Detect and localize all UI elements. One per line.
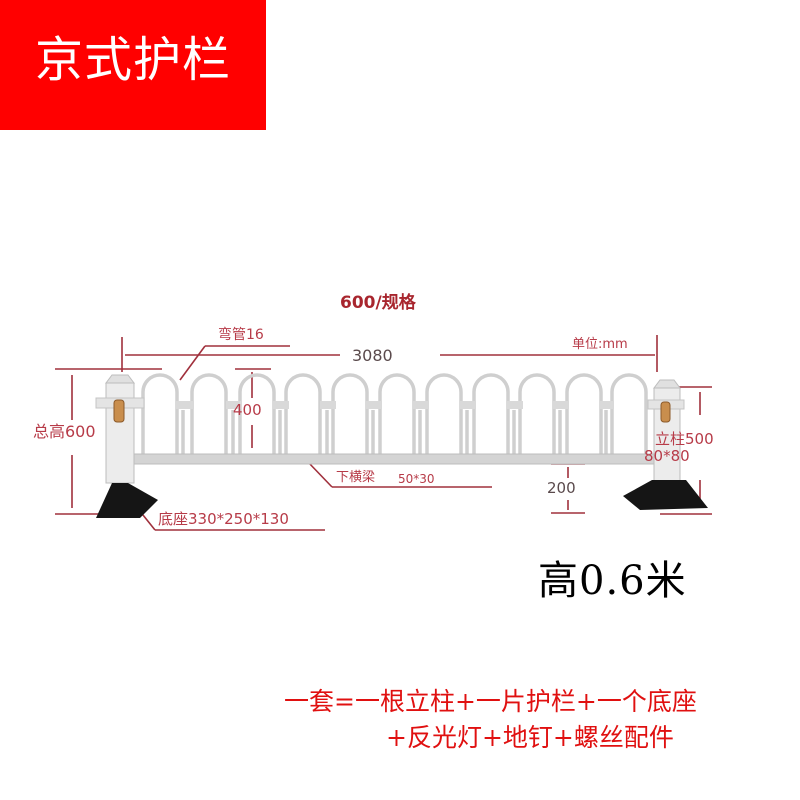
fence-height-label: 400 <box>233 401 262 419</box>
lower-beam <box>119 453 661 465</box>
title-banner: 京式护栏 <box>0 0 266 130</box>
lower-beam-size-label: 50*30 <box>398 472 435 486</box>
post-label: 立柱500 <box>655 430 714 448</box>
fence-panel <box>141 373 648 455</box>
spec-title: 600/规格 <box>340 293 416 313</box>
base-label: 底座330*250*130 <box>158 510 289 528</box>
fence-diagram <box>55 335 712 531</box>
kit-line-2: +反光灯+地钉+螺丝配件 <box>386 723 674 752</box>
total-length-label: 3080 <box>352 346 393 365</box>
left-post <box>95 374 158 518</box>
lower-beam-label: 下横梁 <box>336 470 376 485</box>
kit-line-1: 一套=一根立柱+一片护栏+一个底座 <box>284 687 697 716</box>
kit-contents-note: 一套=一根立柱+一片护栏+一个底座 +反光灯+地钉+螺丝配件 <box>284 684 697 756</box>
unit-label: 单位:mm <box>572 337 628 352</box>
height-note: 高0.6米 <box>538 558 687 604</box>
ground-clearance-label: 200 <box>547 479 576 497</box>
reflector-icon <box>113 399 125 423</box>
right-post <box>623 379 708 510</box>
dimension-lines <box>55 335 712 531</box>
banner-title: 京式护栏 <box>34 32 231 88</box>
total-height-label: 总高600 <box>33 422 96 441</box>
post-size-label: 80*80 <box>644 447 690 465</box>
bend-pipe-label: 弯管16 <box>218 327 264 343</box>
